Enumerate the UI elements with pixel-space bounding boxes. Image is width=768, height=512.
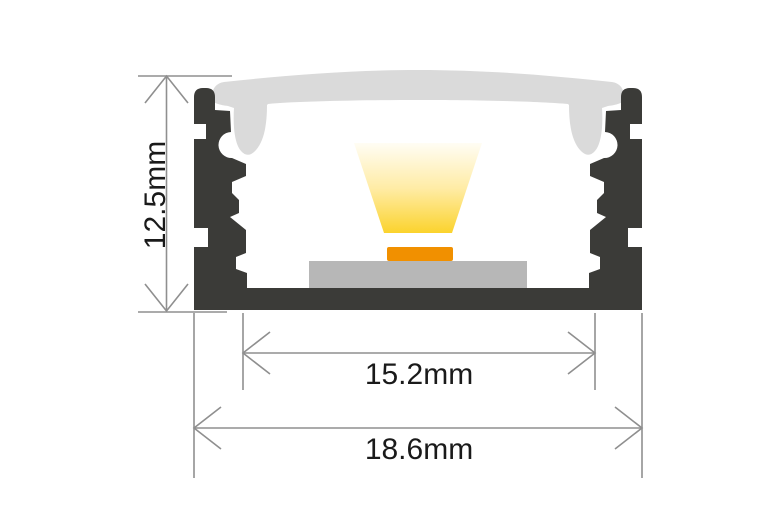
inner-width-arrow-left-icon bbox=[241, 331, 271, 375]
inner-width-dimension-label: 15.2mm bbox=[365, 358, 473, 391]
pcb-strip bbox=[309, 261, 527, 288]
inner-width-dimension bbox=[241, 313, 597, 390]
height-dimension bbox=[138, 74, 232, 313]
outer-width-arrow-left-icon bbox=[192, 406, 222, 450]
height-arrow-up-icon bbox=[144, 74, 189, 104]
diffuser-left-half bbox=[211, 70, 418, 155]
inner-width-arrow-right-icon bbox=[567, 331, 597, 375]
height-arrow-down-icon bbox=[144, 283, 189, 313]
light-beam bbox=[354, 143, 482, 233]
diffuser-cover bbox=[211, 70, 625, 155]
outer-width-dimension bbox=[192, 313, 644, 478]
led-chip bbox=[387, 247, 453, 261]
diffuser-right-half bbox=[418, 70, 625, 155]
outer-width-arrow-right-icon bbox=[614, 406, 644, 450]
outer-width-dimension-label: 18.6mm bbox=[365, 433, 473, 466]
height-dimension-label: 12.5mm bbox=[139, 141, 172, 249]
